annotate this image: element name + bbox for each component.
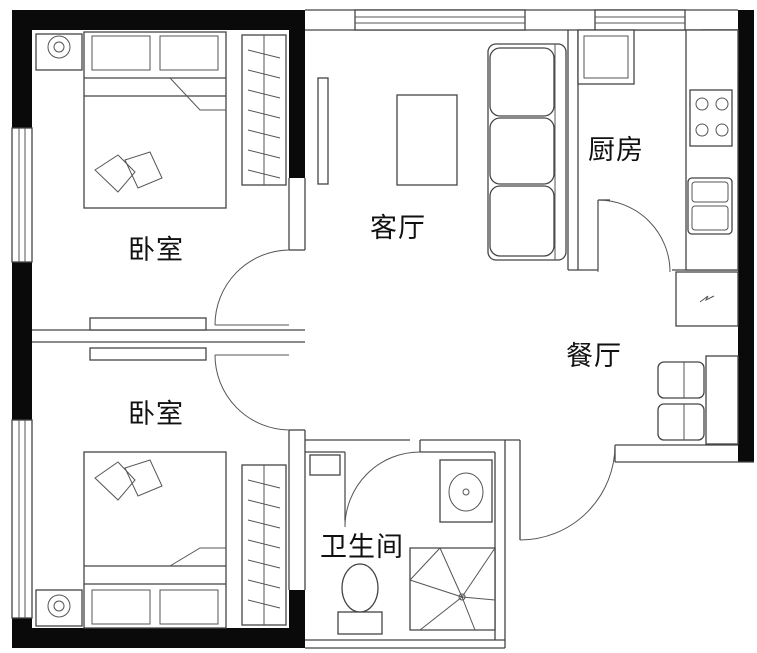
exterior-walls: [12, 10, 754, 648]
left-windows: [11, 127, 33, 619]
dining-room-label: 餐厅: [566, 341, 622, 372]
kitchen-label: 厨房: [588, 135, 644, 166]
dining-furniture: [657, 355, 739, 445]
doors: [214, 199, 671, 541]
bathroom-label: 卫生间: [320, 532, 404, 563]
top-walls: [305, 9, 738, 31]
bottom-bedroom-furniture: [35, 317, 287, 629]
living-room-label: 客厅: [370, 213, 426, 244]
bedroom-top-label: 卧室: [128, 235, 184, 266]
top-bedroom-furniture: [35, 31, 329, 209]
living-room-furniture: [396, 43, 567, 261]
bathroom-fixtures: [309, 454, 496, 635]
kitchen-furniture: [577, 29, 739, 327]
bedroom-bottom-label: 卧室: [128, 399, 184, 430]
